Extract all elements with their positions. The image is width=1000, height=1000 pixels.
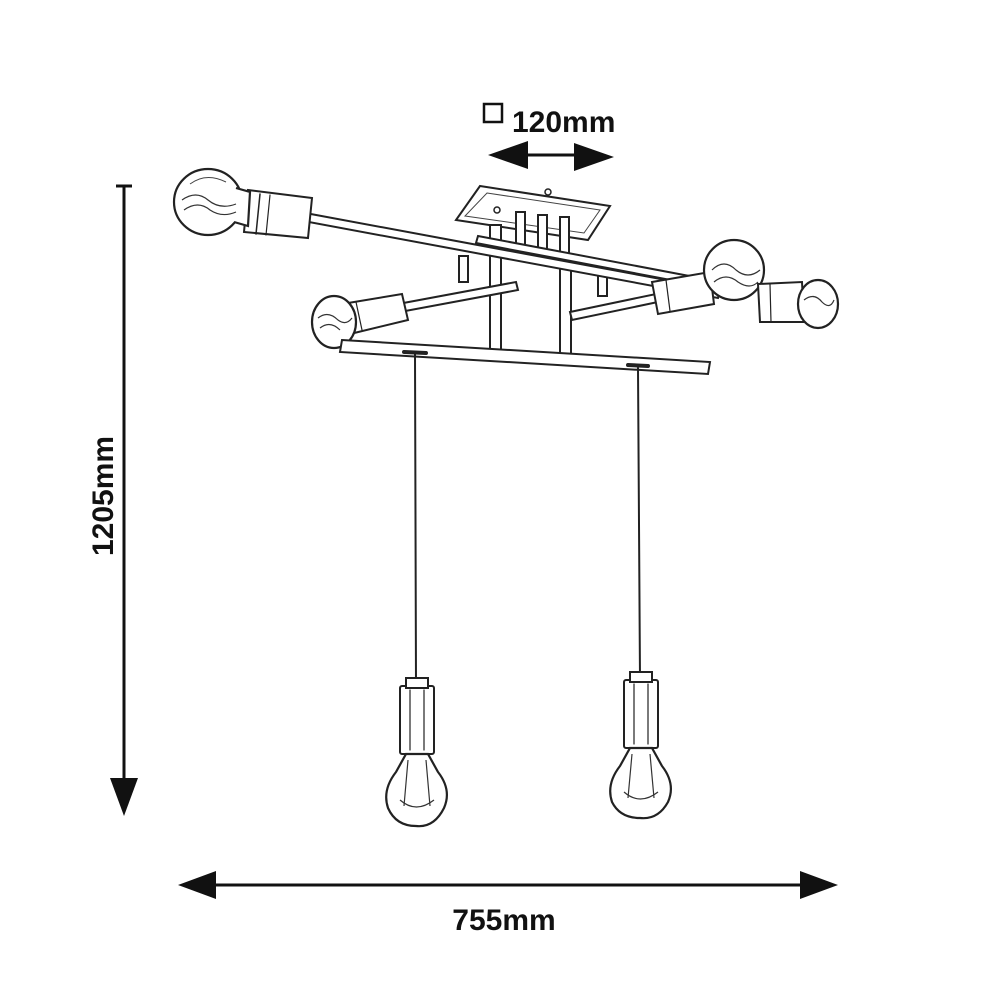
width-label: 755mm [452, 904, 555, 937]
arrow-down-icon [110, 778, 138, 816]
middle-left-bulb [310, 294, 358, 350]
arrow-right-icon [800, 871, 838, 899]
right-lower-arm [568, 292, 660, 322]
canopy-size-label: 120mm [512, 106, 615, 139]
left-pendant-holder [399, 677, 435, 755]
lamp-fixture [172, 167, 840, 828]
right-pendant-holder [623, 671, 659, 749]
right-bulb-holder [650, 270, 716, 316]
pendant-cords [414, 353, 641, 687]
arrow-left-icon [178, 871, 216, 899]
right-bulb [702, 238, 766, 302]
canopy-dimension: 120mm [482, 102, 615, 171]
upper-left-bulb [172, 167, 252, 237]
height-label: 1205mm [87, 436, 120, 556]
right-pendant-bulb [609, 746, 673, 820]
left-pendant-bulb [385, 752, 449, 828]
square-symbol-icon [482, 102, 504, 124]
ceiling-canopy [454, 184, 612, 242]
upper-left-bulb-holder [242, 188, 314, 240]
width-dimension: 755mm [178, 871, 838, 937]
canopy-dimension-arrow [488, 141, 614, 171]
lower-crossbar [338, 338, 712, 376]
far-right-bulb [796, 278, 840, 330]
height-dimension: 1205mm [87, 184, 138, 816]
